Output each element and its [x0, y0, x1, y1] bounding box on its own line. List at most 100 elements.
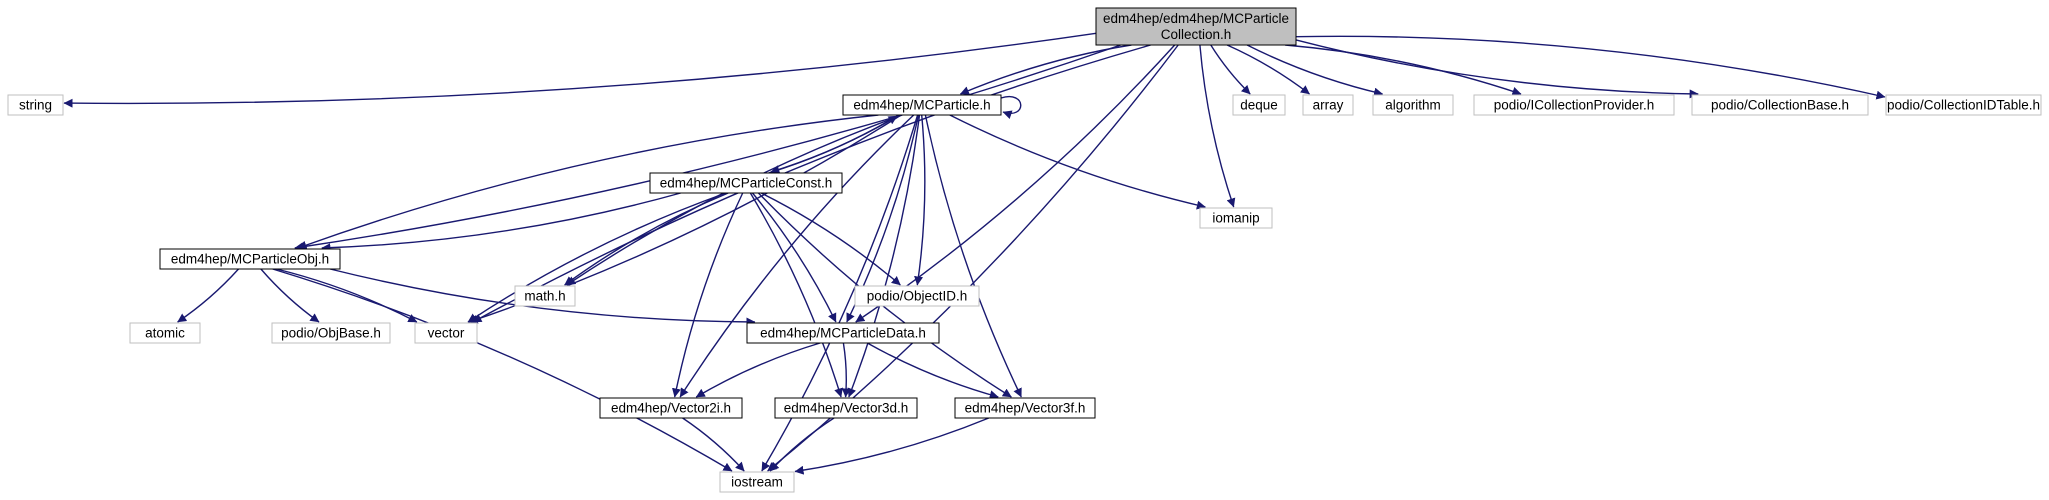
node-label-vector3f: edm4hep/Vector3f.h [965, 401, 1086, 416]
edge-mcparticle-to-iomanip [949, 114, 1206, 210]
node-vector3f[interactable]: edm4hep/Vector3f.h [954, 397, 1096, 419]
edge-mcobj-to-iostream [272, 268, 733, 472]
node-box-string [7, 94, 64, 116]
node-label-mcparticle: edm4hep/MCParticle.h [853, 98, 990, 113]
node-box-mcconst [649, 172, 843, 194]
node-vector2i[interactable]: edm4hep/Vector2i.h [599, 397, 743, 419]
node-box-array [1302, 94, 1354, 116]
node-mcparticle[interactable]: edm4hep/MCParticle.h [842, 94, 1002, 116]
edge-vector3f-to-iostream [794, 417, 990, 475]
edge-collection-to-string [63, 32, 1097, 108]
node-iomanip: iomanip [1199, 207, 1273, 229]
node-deque: deque [1232, 94, 1286, 116]
edge-mcparticle-to-mcparticle [1000, 95, 1022, 119]
edge-mcconst-to-vector2i [672, 192, 744, 398]
node-label-iomanip: iomanip [1212, 211, 1259, 226]
edge-mcconst-to-vector3d [749, 192, 843, 398]
node-label-iostream: iostream [731, 475, 783, 490]
edge-mcparticle-to-objectid [914, 114, 926, 286]
edge-collection-to-mcparticle [959, 44, 1132, 95]
node-box-vector3d [774, 397, 918, 419]
node-mathh: math.h [514, 285, 576, 307]
node-box-iostream [719, 471, 795, 493]
node-string: string [7, 94, 64, 116]
node-box-icollprov [1473, 94, 1675, 116]
edge-mcparticle-to-vector3f [924, 114, 1022, 398]
edge-mcconst-to-vector [467, 192, 727, 323]
edge-mcobj-to-mcdata [329, 268, 756, 327]
edge-collection-to-vector [472, 44, 1151, 323]
node-label-objbase: podio/ObjBase.h [281, 326, 381, 341]
edge-collection-to-array [1226, 44, 1310, 95]
node-box-vector3f [954, 397, 1096, 419]
edge-collection-to-deque [1210, 44, 1251, 95]
node-label-mathh: math.h [524, 289, 565, 304]
node-box-objectid [854, 285, 980, 307]
node-box-atomic [129, 322, 201, 344]
edge-collection-to-algorithm [1246, 44, 1384, 97]
edge-mcconst-to-mcparticle [768, 115, 898, 174]
edge-mcparticle-to-iostream [761, 114, 919, 472]
node-label-atomic: atomic [145, 326, 185, 341]
node-box-deque [1232, 94, 1286, 116]
node-box-vector [414, 322, 478, 344]
node-box-objbase [271, 322, 391, 344]
node-box-vector2i [599, 397, 743, 419]
node-label-vector: vector [428, 326, 465, 341]
node-label-string: string [19, 98, 52, 113]
node-mcdata[interactable]: edm4hep/MCParticleData.h [746, 322, 940, 344]
node-box-iomanip [1199, 207, 1273, 229]
node-atomic: atomic [129, 322, 201, 344]
node-label-vector2i: edm4hep/Vector2i.h [611, 401, 731, 416]
node-box-collbase [1691, 94, 1869, 116]
node-collbase: podio/CollectionBase.h [1691, 94, 1869, 116]
edge-mcparticle-to-mcobj [297, 114, 879, 250]
node-label-mcdata: edm4hep/MCParticleData.h [760, 326, 926, 341]
node-label-collection-line-1: edm4hep/edm4hep/MCParticle [1103, 11, 1289, 26]
node-box-mcdata [746, 322, 940, 344]
node-box-mathh [514, 285, 576, 307]
edge-mcobj-to-atomic [177, 268, 240, 323]
node-label-mcobj: edm4hep/MCParticleObj.h [171, 252, 329, 267]
edge-collection-to-collbase [1295, 39, 1699, 99]
node-vector: vector [414, 322, 478, 344]
node-iostream: iostream [719, 471, 795, 493]
node-icollprov: podio/ICollectionProvider.h [1473, 94, 1675, 116]
node-label-objectid: podio/ObjectID.h [867, 289, 968, 304]
edge-vector2i-to-iostream [682, 417, 745, 472]
edge-mcparticle-to-vector2i [679, 114, 915, 398]
edge-mcdata-to-vector3d [841, 342, 851, 398]
node-vector3d[interactable]: edm4hep/Vector3d.h [774, 397, 918, 419]
node-label-collidtable: podio/CollectionIDTable.h [1887, 98, 2040, 113]
edge-mcdata-to-vector2i [695, 342, 821, 398]
node-label-algorithm: algorithm [1385, 98, 1441, 113]
edge-mcobj-to-vector [276, 268, 418, 323]
node-mcobj[interactable]: edm4hep/MCParticleObj.h [159, 248, 341, 270]
node-box-collidtable [1885, 94, 2042, 116]
edge-mcparticle-to-vector3d [847, 114, 921, 398]
edge-mcconst-to-mathh [564, 192, 729, 286]
node-label-vector3d: edm4hep/Vector3d.h [784, 401, 909, 416]
edge-collection-to-iomanip [1199, 44, 1236, 208]
edge-collection-to-mcobj [294, 44, 1121, 252]
node-objectid: podio/ObjectID.h [854, 285, 980, 307]
edge-collection-to-icollprov [1285, 44, 1522, 96]
node-mcconst[interactable]: edm4hep/MCParticleConst.h [649, 172, 843, 194]
edge-vector3d-to-iostream [769, 417, 835, 472]
node-label-collection-line-2: Collection.h [1161, 27, 1232, 42]
node-box-algorithm [1372, 94, 1454, 116]
node-algorithm: algorithm [1372, 94, 1454, 116]
edge-mcconst-to-objectid [760, 192, 901, 286]
node-collidtable: podio/CollectionIDTable.h [1885, 94, 2042, 116]
node-box-mcobj [159, 248, 341, 270]
node-label-mcconst: edm4hep/MCParticleConst.h [660, 176, 833, 191]
node-label-collbase: podio/CollectionBase.h [1711, 98, 1849, 113]
edge-mcobj-to-objbase [260, 268, 320, 323]
edge-mcconst-to-mcobj [321, 192, 681, 253]
node-label-icollprov: podio/ICollectionProvider.h [1494, 98, 1655, 113]
node-array: array [1302, 94, 1354, 116]
edge-mcconst-to-mcdata [751, 192, 837, 323]
